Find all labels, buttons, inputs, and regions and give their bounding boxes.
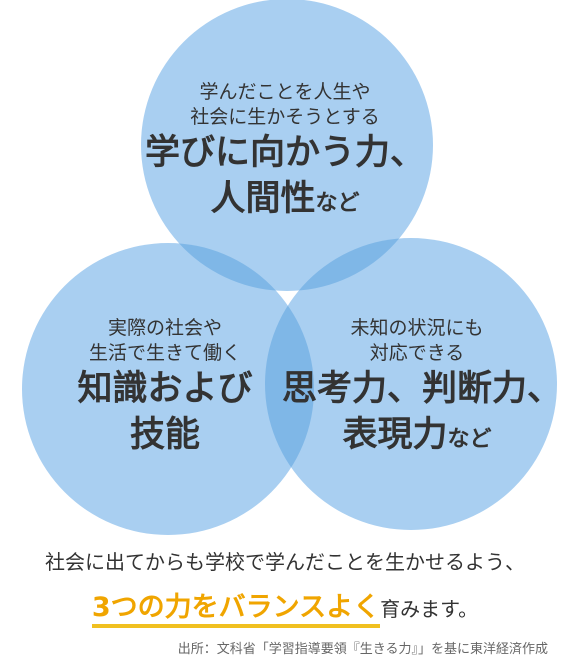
- message-line1: 社会に出てからも学校で学んだことを生かせるよう、: [45, 550, 525, 574]
- circle-top-sub-line1: 学んだことを人生や: [199, 81, 371, 103]
- circle-left-sub-line1: 実際の社会や: [107, 317, 222, 339]
- circle-right-main-suffix: など: [447, 427, 492, 452]
- circle-left-sub-line2: 生活で生きて働く: [88, 342, 241, 364]
- message-highlight: 3つの力をバランスよく: [91, 592, 381, 628]
- circle-left-text: 実際の社会や 生活で生きて働く 知識および 技能: [40, 316, 290, 458]
- circle-top-main-line1: 学びに向かう力、: [144, 133, 425, 173]
- venn-diagram: [22, 0, 557, 535]
- circle-right-sub-line1: 未知の状況にも: [350, 317, 484, 339]
- circle-top-text: 学んだことを人生や 社会に生かそうとする 学びに向かう力、 人間性など: [100, 80, 470, 227]
- circle-left-main-line2: 技能: [129, 415, 200, 455]
- circle-left: [22, 243, 314, 535]
- circle-right-main-line2: 表現力: [342, 415, 448, 455]
- circle-left-main-line1: 知識および: [77, 369, 253, 409]
- circle-right-main-line1: 思考力、判断力、: [282, 369, 563, 409]
- circle-right-sub-line2: 対応できる: [369, 342, 465, 364]
- source-credit: 出所：文科省「学習指導要領『生きる力』」を基に東洋経済作成: [177, 642, 548, 657]
- circle-top-main-line2-wrap: 人間性など: [100, 176, 470, 227]
- message-line2: 3つの力をバランスよく育みます。: [0, 585, 570, 628]
- circle-right: [265, 238, 557, 530]
- circle-right-main-line2-wrap: 表現力など: [282, 412, 552, 463]
- circle-top-main-suffix: など: [315, 191, 360, 216]
- circle-top-sub-line2: 社会に生かそうとする: [190, 106, 380, 128]
- circle-top: [141, 0, 433, 291]
- circle-top-main-line2: 人間性: [210, 179, 316, 219]
- circle-right-text: 未知の状況にも 対応できる 思考力、判断力、 表現力など: [282, 316, 563, 463]
- message-tail: 育みます。: [380, 597, 479, 621]
